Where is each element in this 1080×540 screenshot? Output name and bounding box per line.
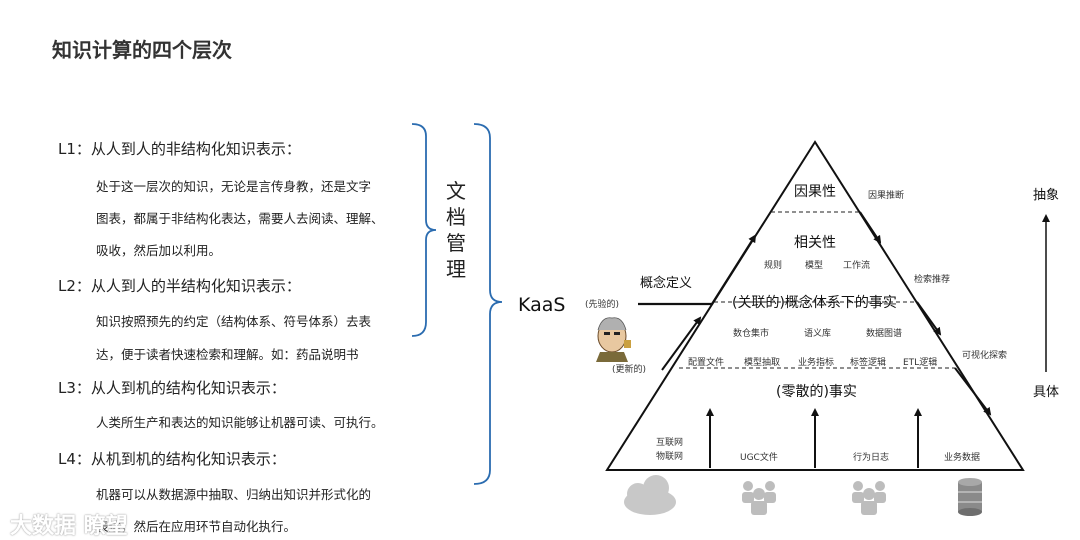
right-arrow-3 [955,368,990,414]
mid-item-model: 模型 [805,258,823,271]
outer-bracket [474,124,502,484]
right-arrow-2 [917,302,940,334]
abstract-label: 抽象 [1033,184,1059,203]
fact-item-config: 配置文件 [688,355,724,368]
fact-item-etl: ETL逻辑 [903,355,937,368]
users-icon-1 [742,481,776,515]
concept-item-graph: 数据图谱 [866,326,902,339]
inner-bracket [412,124,436,336]
fact-item-metric: 业务指标 [798,355,834,368]
visual-explore-note: 可视化探索 [962,348,1007,361]
concept-item-dw: 数仓集市 [733,326,769,339]
cloud-icon [624,475,676,515]
database-icon [958,478,982,516]
mid-item-rules: 规则 [764,258,782,271]
mid-item-workflow: 工作流 [843,258,870,271]
correlation-label: 相关性 [794,232,836,252]
bottom-iot: 互联网 物联网 [656,436,683,464]
causal-inference-note: 因果推断 [868,188,904,201]
person-icon [596,318,631,362]
scattered-facts-label: (零散的)事实 [776,381,857,401]
concept-item-semantic: 语义库 [804,326,831,339]
bottom-business-data: 业务数据 [944,450,980,463]
posterior-label: (更新的) [612,362,646,375]
right-arrow-1 [860,212,880,242]
prior-label: (先验的) [585,297,619,310]
bottom-behavior-log: 行为日志 [853,450,889,463]
fact-item-tag: 标签逻辑 [850,355,886,368]
users-icon-2 [852,481,886,515]
retrieval-note: 检索推荐 [914,272,950,285]
concrete-label: 具体 [1033,381,1059,400]
concept-def-label: 概念定义 [640,272,692,291]
watermark: 大数据 瞭望 [10,508,128,540]
fact-item-extract: 模型抽取 [744,355,780,368]
concept-facts-label: (关联的)概念体系下的事实 [732,292,897,312]
bottom-ugc: UGC文件 [740,450,778,463]
causality-label: 因果性 [794,181,836,201]
